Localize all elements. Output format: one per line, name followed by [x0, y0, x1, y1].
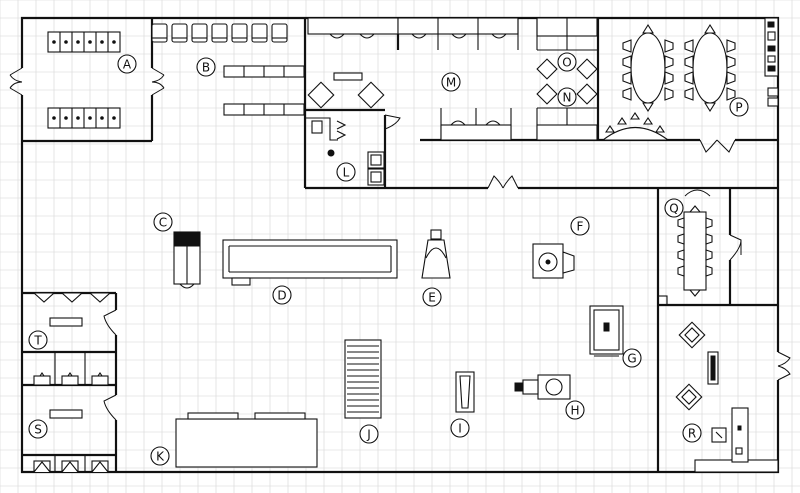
svg-text:A: A	[123, 58, 132, 72]
walls	[20, 16, 780, 474]
office-l-furniture	[305, 72, 385, 186]
label-o: O	[557, 52, 577, 72]
label-d: D	[272, 285, 292, 305]
svg-text:J: J	[366, 428, 371, 442]
wall-cabinet-p	[764, 17, 779, 107]
svg-text:B: B	[202, 61, 210, 75]
room-t-fixtures	[32, 292, 112, 386]
svg-text:C: C	[159, 216, 167, 230]
svg-text:D: D	[277, 289, 286, 303]
label-b: B	[196, 57, 216, 77]
label-i: I	[450, 418, 470, 438]
label-s: S	[28, 419, 48, 439]
svg-text:S: S	[34, 423, 42, 437]
long-table-d	[222, 239, 398, 286]
svg-text:I: I	[458, 422, 462, 436]
label-k: K	[150, 446, 170, 466]
svg-text:O: O	[562, 56, 571, 70]
bench-row-b2	[223, 103, 305, 116]
label-a: A	[117, 54, 137, 74]
svg-text:T: T	[33, 334, 42, 348]
svg-text:H: H	[570, 404, 579, 418]
room-r-lounge	[675, 321, 779, 473]
label-f: F	[570, 216, 590, 236]
label-e: E	[422, 287, 442, 307]
machine-e	[421, 229, 451, 279]
cubicles-o-n	[536, 17, 598, 141]
label-m: M	[441, 72, 461, 92]
svg-text:E: E	[428, 291, 436, 305]
conference-tables-p	[601, 23, 736, 141]
rack-j	[344, 339, 382, 419]
svg-text:L: L	[343, 166, 350, 180]
machine-h	[514, 374, 571, 400]
svg-text:P: P	[735, 101, 742, 115]
svg-text:G: G	[627, 352, 636, 366]
bench-row-b1	[223, 65, 305, 78]
svg-text:F: F	[577, 220, 584, 234]
svg-text:R: R	[688, 427, 696, 441]
label-j: J	[359, 424, 379, 444]
machine-c	[173, 231, 201, 289]
svg-text:Q: Q	[669, 202, 678, 216]
machine-g	[589, 305, 624, 357]
label-l: L	[336, 162, 356, 182]
machine-i	[455, 371, 475, 413]
label-t: T	[28, 330, 48, 350]
machine-f	[532, 243, 575, 279]
label-h: H	[565, 400, 585, 420]
svg-text:M: M	[446, 76, 456, 90]
chair-row-b	[151, 23, 288, 43]
room-s-fixtures	[33, 409, 109, 473]
svg-text:K: K	[156, 450, 165, 464]
label-p: P	[729, 97, 749, 117]
label-c: C	[153, 212, 173, 232]
label-g: G	[622, 348, 642, 368]
label-q: Q	[664, 198, 684, 218]
svg-text:N: N	[563, 91, 572, 105]
room-m-desks	[307, 17, 519, 141]
room-q-table	[677, 205, 713, 297]
furniture	[32, 17, 779, 473]
doors	[9, 67, 791, 421]
table-k	[175, 412, 318, 468]
label-r: R	[682, 423, 702, 443]
label-n: N	[557, 87, 577, 107]
area-labels: A B C D E F G H I J K L M N O P Q R S T	[28, 52, 749, 466]
